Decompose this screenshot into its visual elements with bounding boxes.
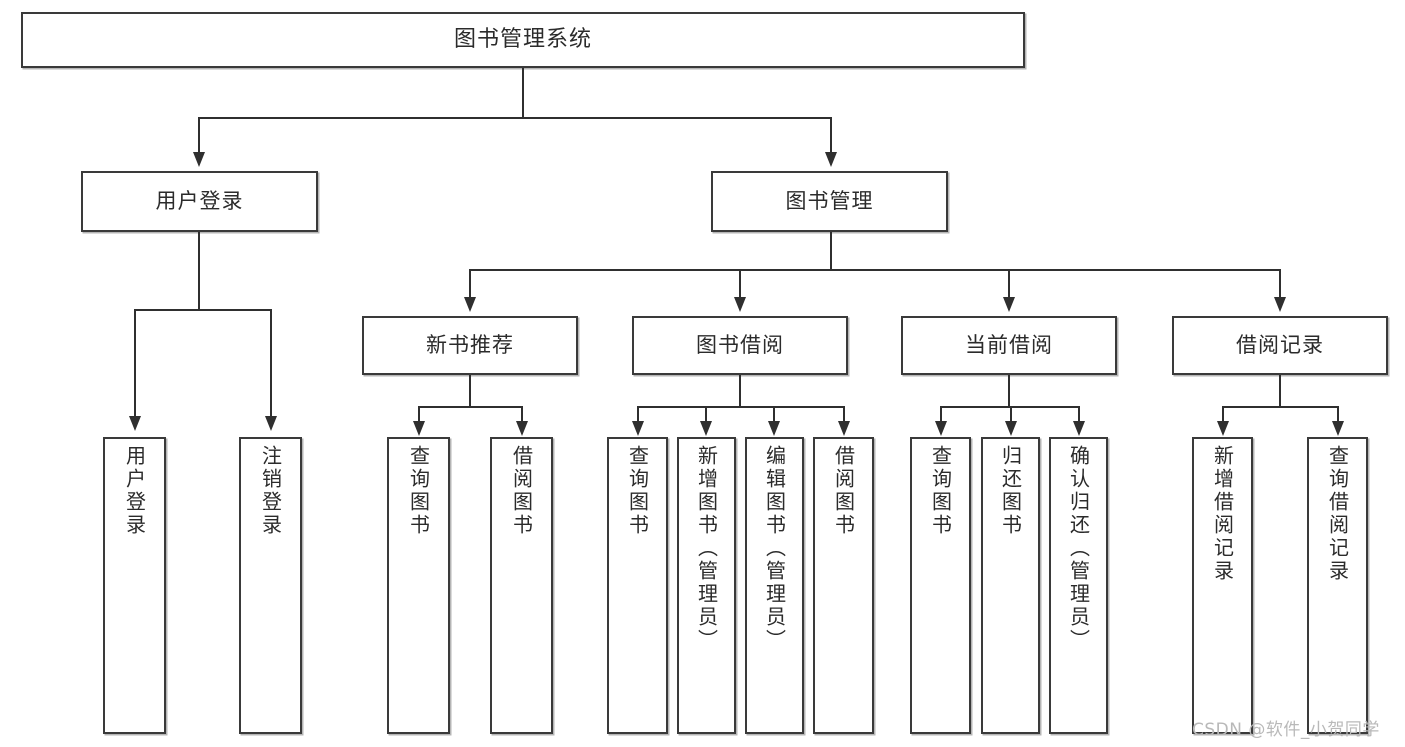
edge-bus-user-login-leaves bbox=[134, 309, 270, 311]
leaf-label: 查询图书 bbox=[928, 445, 953, 537]
arrow-leaf-cb-2 bbox=[1073, 421, 1085, 436]
leaf-borrow-record-0[interactable]: 新增借阅记录 bbox=[1192, 437, 1253, 734]
edge-bus-new-book-recommend bbox=[418, 406, 521, 408]
leaf-label: 归还图书 bbox=[998, 445, 1023, 537]
leaf-label: 查询图书 bbox=[406, 445, 431, 537]
leaf-book-borrow-1[interactable]: 新增图书（管理员） bbox=[677, 437, 736, 734]
arrow-book-borrow bbox=[734, 297, 746, 312]
leaf-label: 新增图书（管理员） bbox=[694, 445, 719, 652]
leaf-label: 确认归还（管理员） bbox=[1066, 445, 1091, 652]
edge-root-stem bbox=[522, 68, 524, 117]
leaf-label: 用户登录 bbox=[122, 445, 147, 537]
arrow-leaf-cb-1 bbox=[1005, 421, 1017, 436]
arrow-leaf-bb-0 bbox=[632, 421, 644, 436]
edge-drop-leaf-cb-0 bbox=[940, 406, 942, 424]
edge-drop-leaf-cb-1 bbox=[1010, 406, 1012, 424]
edge-current-borrow-stem bbox=[1008, 375, 1010, 408]
edge-drop-leaf-cb-2 bbox=[1078, 406, 1080, 424]
edge-drop-new-book-recommend bbox=[469, 269, 471, 299]
arrow-leaf-bb-2 bbox=[768, 421, 780, 436]
arrow-leaf-nbr-1 bbox=[516, 421, 528, 436]
edge-drop-leaf-nbr-1 bbox=[521, 406, 523, 424]
arrow-leaf-br-1 bbox=[1332, 421, 1344, 436]
leaf-book-borrow-0[interactable]: 查询图书 bbox=[607, 437, 668, 734]
leaf-label: 新增借阅记录 bbox=[1210, 445, 1235, 583]
edge-drop-leaf-user-login-1 bbox=[270, 309, 272, 417]
edge-drop-leaf-bb-0 bbox=[637, 406, 639, 424]
leaf-user-login-0[interactable]: 用户登录 bbox=[103, 437, 166, 734]
node-label: 图书管理 bbox=[785, 189, 874, 214]
arrow-current-borrow bbox=[1003, 297, 1015, 312]
node-book-management-system[interactable]: 图书管理系统 bbox=[21, 12, 1025, 68]
leaf-new-book-recommend-1[interactable]: 借阅图书 bbox=[490, 437, 553, 734]
watermark-text: CSDN @软件_小贺同学 bbox=[1192, 720, 1380, 740]
leaf-label: 注销登录 bbox=[258, 445, 283, 537]
edge-bus-book-borrow bbox=[637, 406, 845, 408]
edge-drop-leaf-user-login-0 bbox=[134, 309, 136, 417]
edge-drop-leaf-br-0 bbox=[1222, 406, 1224, 424]
leaf-label: 借阅图书 bbox=[509, 445, 534, 537]
leaf-label: 查询借阅记录 bbox=[1325, 445, 1350, 583]
node-borrow-record[interactable]: 借阅记录 bbox=[1172, 316, 1388, 375]
edge-drop-leaf-bb-3 bbox=[843, 406, 845, 424]
arrow-new-book-recommend bbox=[464, 297, 476, 312]
edge-book-management-stem bbox=[830, 232, 832, 271]
node-user-login[interactable]: 用户登录 bbox=[81, 171, 318, 232]
node-book-borrow[interactable]: 图书借阅 bbox=[632, 316, 848, 375]
arrow-leaf-cb-0 bbox=[935, 421, 947, 436]
edge-drop-leaf-bb-2 bbox=[773, 406, 775, 424]
edge-drop-borrow-record bbox=[1279, 269, 1281, 299]
node-label: 新书推荐 bbox=[426, 333, 514, 358]
edge-drop-book-borrow bbox=[739, 269, 741, 299]
node-label: 当前借阅 bbox=[965, 333, 1053, 358]
arrow-book-management bbox=[825, 152, 837, 167]
leaf-borrow-record-1[interactable]: 查询借阅记录 bbox=[1307, 437, 1368, 734]
node-new-book-recommend[interactable]: 新书推荐 bbox=[362, 316, 578, 375]
edge-bus-level3 bbox=[469, 269, 1281, 271]
arrow-leaf-user-login-0 bbox=[129, 416, 141, 431]
edge-new-book-recommend-stem bbox=[469, 375, 471, 408]
leaf-user-login-1[interactable]: 注销登录 bbox=[239, 437, 302, 734]
node-book-management[interactable]: 图书管理 bbox=[711, 171, 948, 232]
leaf-new-book-recommend-0[interactable]: 查询图书 bbox=[387, 437, 450, 734]
edge-user-login-stem bbox=[198, 232, 200, 311]
arrow-borrow-record bbox=[1274, 297, 1286, 312]
leaf-label: 查询图书 bbox=[625, 445, 650, 537]
node-label: 用户登录 bbox=[155, 189, 244, 214]
leaf-book-borrow-2[interactable]: 编辑图书（管理员） bbox=[745, 437, 804, 734]
leaf-label: 借阅图书 bbox=[831, 445, 856, 537]
arrow-leaf-bb-1 bbox=[700, 421, 712, 436]
leaf-current-borrow-1[interactable]: 归还图书 bbox=[981, 437, 1040, 734]
edge-bus-borrow-record bbox=[1222, 406, 1337, 408]
edge-bus-level2 bbox=[198, 117, 831, 119]
arrow-leaf-nbr-0 bbox=[413, 421, 425, 436]
edge-drop-leaf-br-1 bbox=[1337, 406, 1339, 424]
node-current-borrow[interactable]: 当前借阅 bbox=[901, 316, 1117, 375]
leaf-current-borrow-0[interactable]: 查询图书 bbox=[910, 437, 971, 734]
edge-drop-leaf-nbr-0 bbox=[418, 406, 420, 424]
node-label: 借阅记录 bbox=[1236, 333, 1324, 358]
node-label: 图书借阅 bbox=[696, 333, 784, 358]
arrow-user-login bbox=[193, 152, 205, 167]
edge-borrow-record-stem bbox=[1279, 375, 1281, 408]
arrow-leaf-br-0 bbox=[1217, 421, 1229, 436]
edge-drop-current-borrow bbox=[1008, 269, 1010, 299]
edge-drop-book-management bbox=[830, 117, 832, 155]
edge-drop-leaf-bb-1 bbox=[705, 406, 707, 424]
arrow-leaf-user-login-1 bbox=[265, 416, 277, 431]
leaf-current-borrow-2[interactable]: 确认归还（管理员） bbox=[1049, 437, 1108, 734]
edge-drop-user-login bbox=[198, 117, 200, 155]
arrow-leaf-bb-3 bbox=[838, 421, 850, 436]
leaf-book-borrow-3[interactable]: 借阅图书 bbox=[813, 437, 874, 734]
node-label: 图书管理系统 bbox=[453, 27, 592, 53]
leaf-label: 编辑图书（管理员） bbox=[762, 445, 787, 652]
edge-book-borrow-stem bbox=[739, 375, 741, 408]
